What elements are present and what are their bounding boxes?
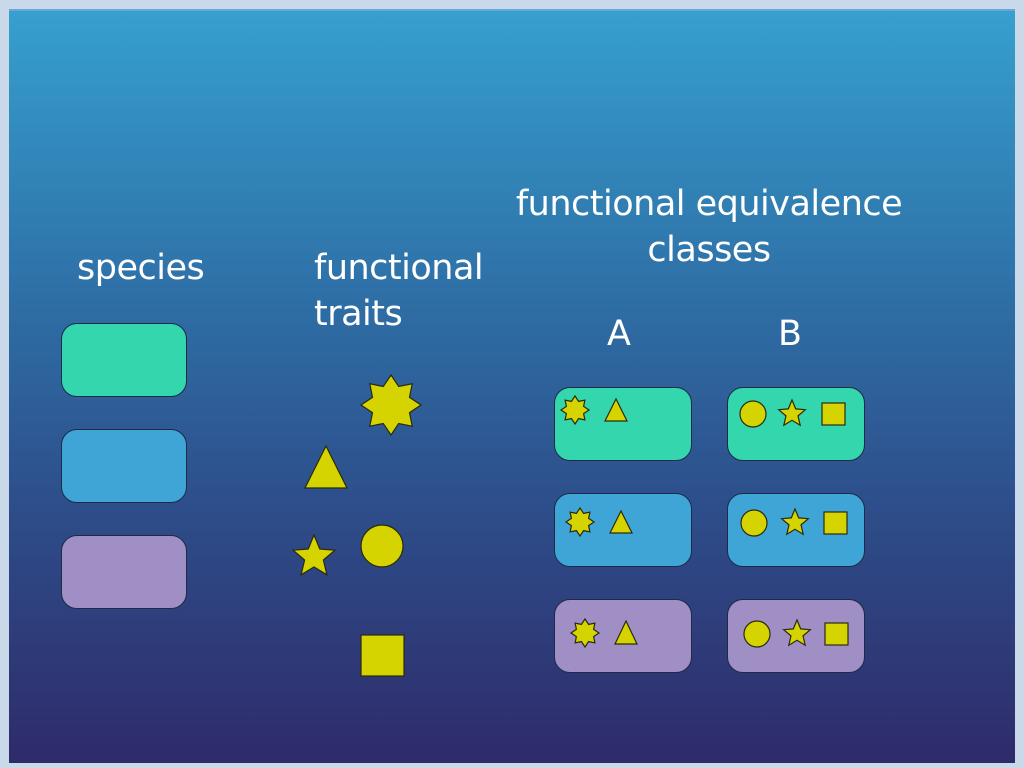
triangle-icon	[604, 397, 628, 422]
square-icon	[824, 622, 849, 646]
star-icon	[777, 398, 807, 427]
star-icon	[782, 618, 812, 647]
burst-icon	[564, 506, 596, 538]
square-icon	[821, 402, 846, 426]
class-a-label: A	[607, 314, 631, 354]
triangle-icon	[614, 619, 638, 645]
burst-icon	[359, 373, 423, 437]
species-box-blue	[61, 429, 187, 503]
burst-icon	[569, 617, 601, 649]
species-box-green	[61, 323, 187, 397]
circle-icon	[740, 509, 768, 537]
triangle-icon	[609, 509, 633, 534]
burst-icon	[559, 394, 591, 426]
circle-icon	[739, 400, 767, 428]
species-heading: species	[77, 248, 205, 288]
square-icon	[360, 634, 405, 677]
class-b-label: B	[778, 314, 802, 354]
circle-icon	[360, 524, 404, 568]
star-icon	[291, 533, 337, 577]
circle-icon	[743, 620, 771, 648]
functional-equivalence-classes-heading: functional equivalence classes	[515, 184, 903, 270]
star-icon	[780, 507, 810, 536]
class-a-box-blue	[554, 493, 692, 567]
traits-panel	[291, 373, 423, 677]
triangle-icon	[304, 444, 348, 489]
class-b-box-blue	[727, 493, 865, 567]
square-icon	[823, 511, 848, 535]
species-box-purple	[61, 535, 187, 609]
class-b-box-green	[727, 387, 865, 461]
class-a-box-purple	[554, 599, 692, 673]
functional-traits-heading: functional traits	[314, 248, 484, 334]
slide: species functional traits functional equ…	[9, 9, 1015, 763]
class-b-box-purple	[727, 599, 865, 673]
class-a-box-green	[554, 387, 692, 461]
